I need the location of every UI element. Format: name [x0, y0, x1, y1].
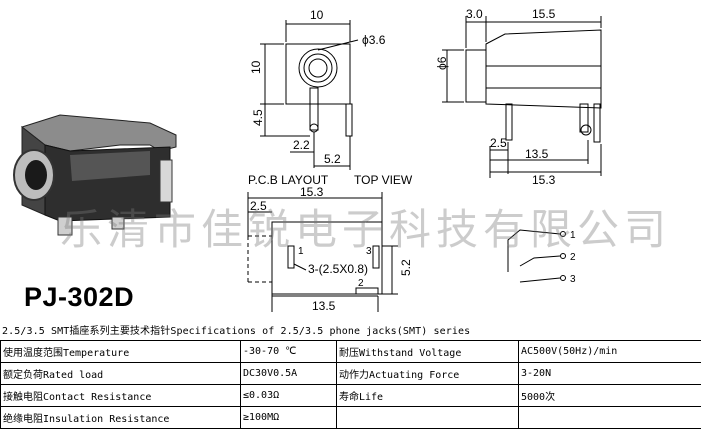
pcb-layout: [247, 192, 398, 312]
drawing-labels: 10 ϕ3.6 10 4.5 2.2 5.2 3.0 15.5 ϕ6 2.5 1…: [248, 7, 576, 313]
table-row: 接触电阻Contact Resistance ≤0.03Ω 寿命Life 500…: [0, 384, 701, 407]
top-view-label: TOP VIEW: [354, 173, 413, 187]
company-watermark: 乐清市佳锐电子科技有限公司: [60, 205, 672, 254]
spec-value: 5000次: [518, 384, 701, 407]
pad-label-3: 3: [366, 246, 372, 257]
dim-pcb-height: 5.2: [399, 259, 413, 276]
spec-value: AC500V(50Hz)/min: [518, 340, 701, 363]
spec-value: ≤0.03Ω: [240, 384, 337, 407]
top-view: [260, 20, 359, 170]
dim-side-pin-a: 2.5: [490, 136, 507, 150]
dim-pcb-offset: 2.5: [250, 199, 267, 213]
spec-label: 接触电阻Contact Resistance: [0, 384, 241, 407]
spec-label: 动作力Actuating Force: [336, 362, 519, 385]
spec-value: [518, 406, 701, 429]
spec-label: 使用温度范围Temperature: [0, 340, 241, 363]
spec-label: 额定负荷Rated load: [0, 362, 241, 385]
schematic-label-2: 2: [570, 252, 576, 263]
dim-side-pin-b: 13.5: [525, 147, 549, 161]
schematic-label-3: 3: [570, 274, 576, 285]
dimension-drawing: [247, 16, 602, 312]
dim-pin-height: 4.5: [251, 109, 265, 126]
spec-table: 使用温度范围Temperature -30-70 ℃ 耐压Withstand V…: [0, 340, 701, 429]
spec-label: 绝缘电阻Insulation Resistance: [0, 406, 241, 429]
jack-pin-bottom: [57, 216, 73, 236]
spec-caption: 2.5/3.5 SMT插座系列主要技术指针Specifications of 2…: [2, 326, 471, 337]
dim-top-width: 10: [310, 8, 324, 22]
jack-notch: [70, 151, 150, 181]
jack-pin-bottom-2: [111, 216, 125, 230]
dim-pcb-width: 15.3: [300, 185, 324, 199]
dim-side-total: 15.3: [532, 173, 556, 187]
spec-label: [336, 406, 519, 429]
dim-pcb-pad-span: 13.5: [312, 299, 336, 313]
table-row: 使用温度范围Temperature -30-70 ℃ 耐压Withstand V…: [0, 340, 701, 363]
pad-size-label: 3-(2.5X0.8): [308, 262, 368, 276]
pad-label-1: 1: [298, 246, 304, 257]
dim-side-length: 15.5: [532, 7, 556, 21]
dim-top-height: 10: [249, 60, 263, 74]
spec-label: 耐压Withstand Voltage: [336, 340, 519, 363]
pad-label-2: 2: [358, 278, 364, 289]
side-view: [442, 16, 602, 178]
pcb-layout-label: P.C.B LAYOUT: [248, 173, 329, 187]
dim-pin-offset-a: 2.2: [293, 138, 310, 152]
schematic-label-1: 1: [570, 230, 576, 241]
jack-photo: [13, 114, 177, 236]
spec-value: ≥100MΩ: [240, 406, 337, 429]
spec-value: DC30V0.5A: [240, 362, 337, 385]
spec-value: -30-70 ℃: [240, 340, 337, 363]
model-number: PJ-302D: [24, 282, 135, 312]
schematic: [507, 229, 566, 283]
jack-socket-hole: [25, 160, 47, 190]
table-row: 绝缘电阻Insulation Resistance ≥100MΩ: [0, 406, 701, 429]
spec-label: 寿命Life: [336, 384, 519, 407]
dim-pin-offset-b: 5.2: [324, 152, 341, 166]
spec-value: 3-20N: [518, 362, 701, 385]
dim-side-front: 3.0: [466, 7, 483, 21]
jack-pin-right: [159, 159, 173, 203]
dim-hole-diameter: ϕ3.6: [362, 33, 386, 47]
table-row: 额定负荷Rated load DC30V0.5A 动作力Actuating Fo…: [0, 362, 701, 385]
dim-side-diameter: ϕ6: [435, 56, 449, 70]
